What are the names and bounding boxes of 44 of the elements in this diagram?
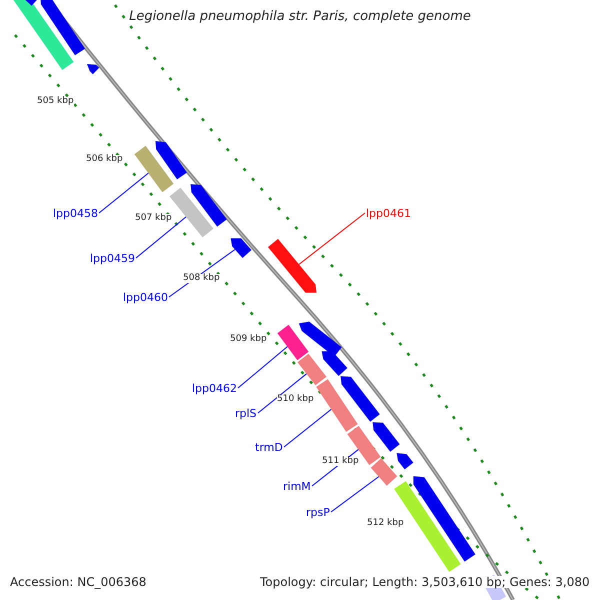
gene-label: rpsP (306, 506, 330, 518)
gene-label: lpp0460 (123, 292, 168, 302)
scale-label: 506 kbp (86, 154, 123, 164)
gene-segment (40, 0, 85, 56)
gene-segment (87, 64, 100, 74)
leader-line (258, 373, 307, 414)
scale-label: 512 kbp (367, 518, 404, 528)
gene-segment (190, 184, 227, 227)
footer-text: Accession: NC_006368 (10, 576, 146, 588)
gene-segment (413, 476, 476, 562)
scale-label: 505 kbp (37, 96, 74, 106)
leader-line (238, 346, 288, 388)
gene-label: rplS (235, 408, 257, 418)
gene-label: lpp0459 (90, 252, 136, 264)
leader-line (330, 476, 380, 512)
gene-segment (372, 422, 400, 452)
gene-segment (277, 324, 309, 360)
gene-segment (396, 453, 414, 470)
scale-label: 511 kbp (322, 456, 359, 466)
scale-label: 509 kbp (230, 334, 267, 344)
gene-segment (230, 238, 252, 258)
gene-label: lpp0458 (53, 208, 98, 218)
gene-segment (370, 458, 398, 486)
gene-label: lpp0462 (192, 382, 238, 394)
gene-segment (316, 379, 358, 432)
footer-text: Topology: circular; Length: 3,503,610 bp; Genes: 3,080 (260, 576, 590, 588)
gene-segment (298, 354, 326, 386)
leader-line (298, 212, 366, 265)
gene-label: trmD (255, 442, 283, 452)
gene-segment (134, 146, 174, 192)
title: Legionella pneumophila str. Paris, complete genome (128, 10, 472, 23)
gene-segment (340, 376, 380, 422)
scale-label: 508 kbp (183, 274, 220, 282)
leader-line (136, 216, 187, 258)
gene-segment (156, 141, 187, 180)
scale-label: 507 kbp (135, 214, 172, 222)
scale-label: 510 kbp (277, 394, 314, 404)
gene-segment (170, 188, 214, 238)
leader-line (98, 172, 149, 214)
gene-label: rimM (283, 480, 311, 492)
gene-label: lpp0461 (366, 208, 412, 218)
leader-line (284, 408, 332, 448)
gene-segment (268, 238, 316, 293)
gene-segment (322, 351, 348, 376)
